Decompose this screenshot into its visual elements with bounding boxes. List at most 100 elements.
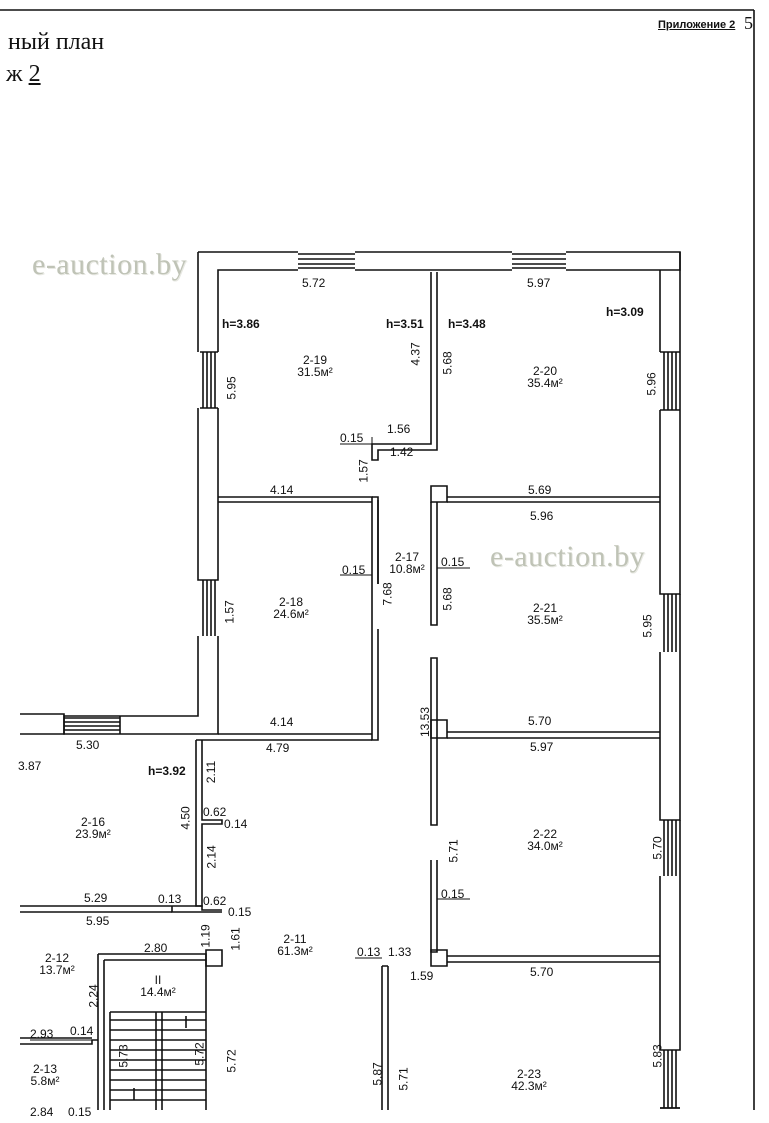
- ceiling-height: h=3.86: [222, 317, 260, 331]
- ceiling-height: h=3.51: [386, 317, 424, 331]
- dimension: 5.68: [440, 351, 455, 375]
- ceiling-height: h=3.48: [448, 317, 486, 331]
- dimension: 5.71: [446, 839, 461, 863]
- dimension: 1.57: [356, 459, 371, 483]
- watermark: e-auction.by: [32, 248, 188, 281]
- dimension: 2.84: [30, 1105, 54, 1119]
- room-id: 2-11: [283, 932, 307, 946]
- dimension: 5.95: [86, 914, 110, 928]
- dimension: 1.57: [222, 600, 237, 624]
- dimension: 5.72: [192, 1042, 207, 1066]
- room-area: 35.5м²: [527, 613, 563, 627]
- room-area: 61.3м²: [277, 944, 313, 958]
- appendix-label: Приложение 2: [658, 19, 736, 31]
- dimension: 5.68: [440, 587, 455, 611]
- dimension: 0.62: [203, 805, 227, 819]
- dimension: 5.87: [370, 1062, 385, 1086]
- dimension: 3.87: [18, 759, 42, 773]
- dimension: 0.13: [357, 945, 381, 959]
- room-area: 31.5м²: [297, 365, 333, 379]
- dimension: 5.70: [650, 836, 665, 860]
- room-id: 2-12: [44, 951, 70, 965]
- dimension: 4.37: [408, 342, 423, 366]
- dimension: 5.73: [116, 1044, 131, 1068]
- room-area: 35.4м²: [527, 376, 563, 390]
- floor-number: 2: [28, 61, 41, 87]
- room-id: 2-17: [394, 550, 420, 564]
- room-id: II: [154, 973, 162, 987]
- dimension: 0.62: [203, 894, 227, 908]
- dimension: 4.14: [270, 483, 294, 497]
- dimension: 2.93: [30, 1027, 54, 1041]
- dimension: 5.95: [224, 376, 239, 400]
- dimension: 13.53: [418, 706, 433, 738]
- dimension: 4.14: [270, 715, 294, 729]
- dimension: 5.70: [530, 965, 554, 979]
- dimension: 1.33: [388, 945, 412, 959]
- dimension: 5.30: [76, 738, 100, 752]
- dimension: 2.14: [204, 845, 219, 869]
- dimension: 1.61: [228, 927, 243, 951]
- dimension: 4.50: [178, 806, 193, 830]
- dimension: 1.19: [198, 924, 213, 948]
- ceiling-height: h=3.92: [148, 764, 186, 778]
- room-area: 14.4м²: [140, 985, 176, 999]
- dimension: 2.24: [86, 984, 101, 1008]
- dimension: 5.97: [530, 740, 554, 754]
- room-area: 23.9м²: [75, 827, 111, 841]
- dimension: 0.13: [158, 892, 182, 906]
- room-area: 24.6м²: [273, 607, 309, 621]
- room-id: 2-20: [532, 364, 558, 378]
- dimension: 0.15: [228, 905, 252, 919]
- dimension: 5.95: [640, 614, 655, 638]
- room-id: 2-21: [532, 601, 558, 615]
- room-id: 2-22: [532, 827, 558, 841]
- watermark: e-auction.by: [490, 540, 646, 573]
- dimension: 5.96: [530, 509, 554, 523]
- dimension: 5.70: [528, 714, 552, 728]
- dimension: 5.71: [396, 1067, 411, 1091]
- room-area: 10.8м²: [389, 562, 425, 576]
- dimension: 0.15: [441, 555, 465, 569]
- room-area: 34.0м²: [527, 839, 563, 853]
- room-area: 42.3м²: [511, 1079, 547, 1093]
- dimension: 0.15: [68, 1105, 92, 1119]
- ceiling-height: h=3.09: [606, 305, 644, 319]
- room-id: 2-16: [80, 815, 106, 829]
- dimension: 0.15: [340, 431, 364, 445]
- room-id: 2-18: [278, 595, 304, 609]
- floor-label-prefix: ж: [6, 61, 23, 87]
- dimension: 0.14: [224, 817, 248, 831]
- room-id: 2-23: [516, 1067, 542, 1081]
- dimension: 2.80: [144, 941, 168, 955]
- dimension: 0.14: [70, 1024, 94, 1038]
- dimension: 1.42: [390, 445, 414, 459]
- room-id: 2-19: [302, 353, 328, 367]
- dimension: 0.15: [342, 563, 366, 577]
- dimension: 1.56: [387, 422, 411, 436]
- room-id: 2-13: [32, 1062, 58, 1076]
- dimension: 4.79: [266, 741, 290, 755]
- dimension: 5.72: [224, 1049, 239, 1073]
- dimension: 5.96: [644, 372, 659, 396]
- dimension: 0.15: [441, 887, 465, 901]
- plan-title: ный план: [8, 29, 105, 55]
- dimension: 5.83: [650, 1044, 665, 1068]
- dimension: 5.97: [527, 276, 551, 290]
- room-area: 13.7м²: [39, 963, 75, 977]
- dimension: 1.59: [410, 969, 434, 983]
- dimension: 5.72: [302, 276, 326, 290]
- dimension: 7.68: [380, 582, 395, 606]
